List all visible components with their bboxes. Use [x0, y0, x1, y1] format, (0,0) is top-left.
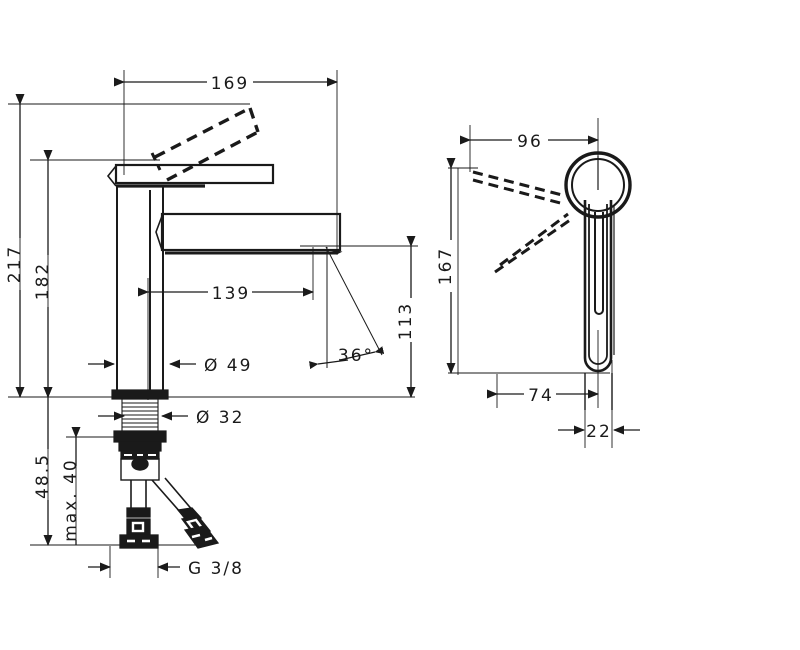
handle-raised-hinge-dashed	[150, 152, 162, 171]
handle-raised-dashed	[154, 106, 260, 182]
handle-pivot-tip	[106, 165, 117, 187]
handle-swing-upper-dashed	[472, 170, 567, 206]
hose-left-ferrule-slot	[131, 521, 145, 533]
dimension-label-48-5: 48.5	[33, 453, 53, 499]
lever-body	[583, 200, 613, 373]
hose-left-fitting	[119, 534, 159, 549]
dimension-label-36deg: 36°	[338, 346, 374, 366]
dimension-label-139: 139	[212, 284, 250, 304]
lever-groove	[594, 212, 604, 315]
hose-right-fitting-slots	[191, 533, 213, 542]
dimension-label-g38: G 3/8	[188, 559, 244, 579]
spout-block	[160, 212, 342, 252]
dimension-label-113: 113	[396, 302, 416, 340]
deck-flange	[111, 389, 169, 400]
hose-right-fitting	[183, 525, 220, 549]
dimension-label-74: 74	[528, 386, 554, 406]
faucet-body-column	[116, 186, 164, 395]
spout-outlet-chamfer	[155, 215, 343, 255]
dimension-diameter-32: Ø 32	[98, 408, 244, 428]
dimension-36-degrees: 36°	[309, 246, 385, 370]
faucet-side-view	[472, 151, 632, 410]
handle-lowered	[114, 163, 275, 185]
dimension-169: 169	[114, 74, 338, 94]
handle-ring-outer	[564, 151, 632, 219]
dimension-167: 167	[436, 158, 456, 374]
handle-swing-lower-dashed	[494, 212, 574, 274]
dimension-96: 96	[460, 132, 599, 152]
dimension-label-96: 96	[517, 132, 543, 152]
dimension-48-5: 48.5	[33, 387, 53, 546]
dimension-22: 22	[558, 422, 640, 442]
dimension-113: 113	[396, 236, 416, 398]
dimension-182: 182	[33, 150, 53, 398]
lever-body-inner	[588, 204, 608, 365]
supply-hose-right	[151, 477, 195, 514]
dimension-label-182: 182	[33, 262, 53, 300]
dimension-label-22: 22	[586, 422, 612, 442]
faucet-front-view	[106, 106, 343, 549]
dimension-label-max40: max. 40	[61, 458, 81, 541]
dimension-label-217: 217	[5, 245, 25, 283]
threaded-shank	[121, 398, 159, 432]
supply-hose-left	[130, 480, 147, 512]
dimension-label-dia32: Ø 32	[196, 408, 244, 428]
dimension-217: 217	[5, 94, 25, 398]
dimension-label-169: 169	[211, 74, 249, 94]
dimension-label-167: 167	[436, 247, 456, 285]
dimension-139: 139	[138, 284, 314, 304]
dimension-diameter-49: Ø 49	[88, 356, 252, 376]
collar-boss	[131, 457, 149, 471]
dimension-max-40: max. 40	[61, 427, 81, 545]
dimension-g38: G 3/8	[88, 559, 244, 579]
dimension-74: 74	[487, 386, 599, 406]
side-column	[584, 373, 613, 410]
dimension-label-dia49: Ø 49	[204, 356, 252, 376]
